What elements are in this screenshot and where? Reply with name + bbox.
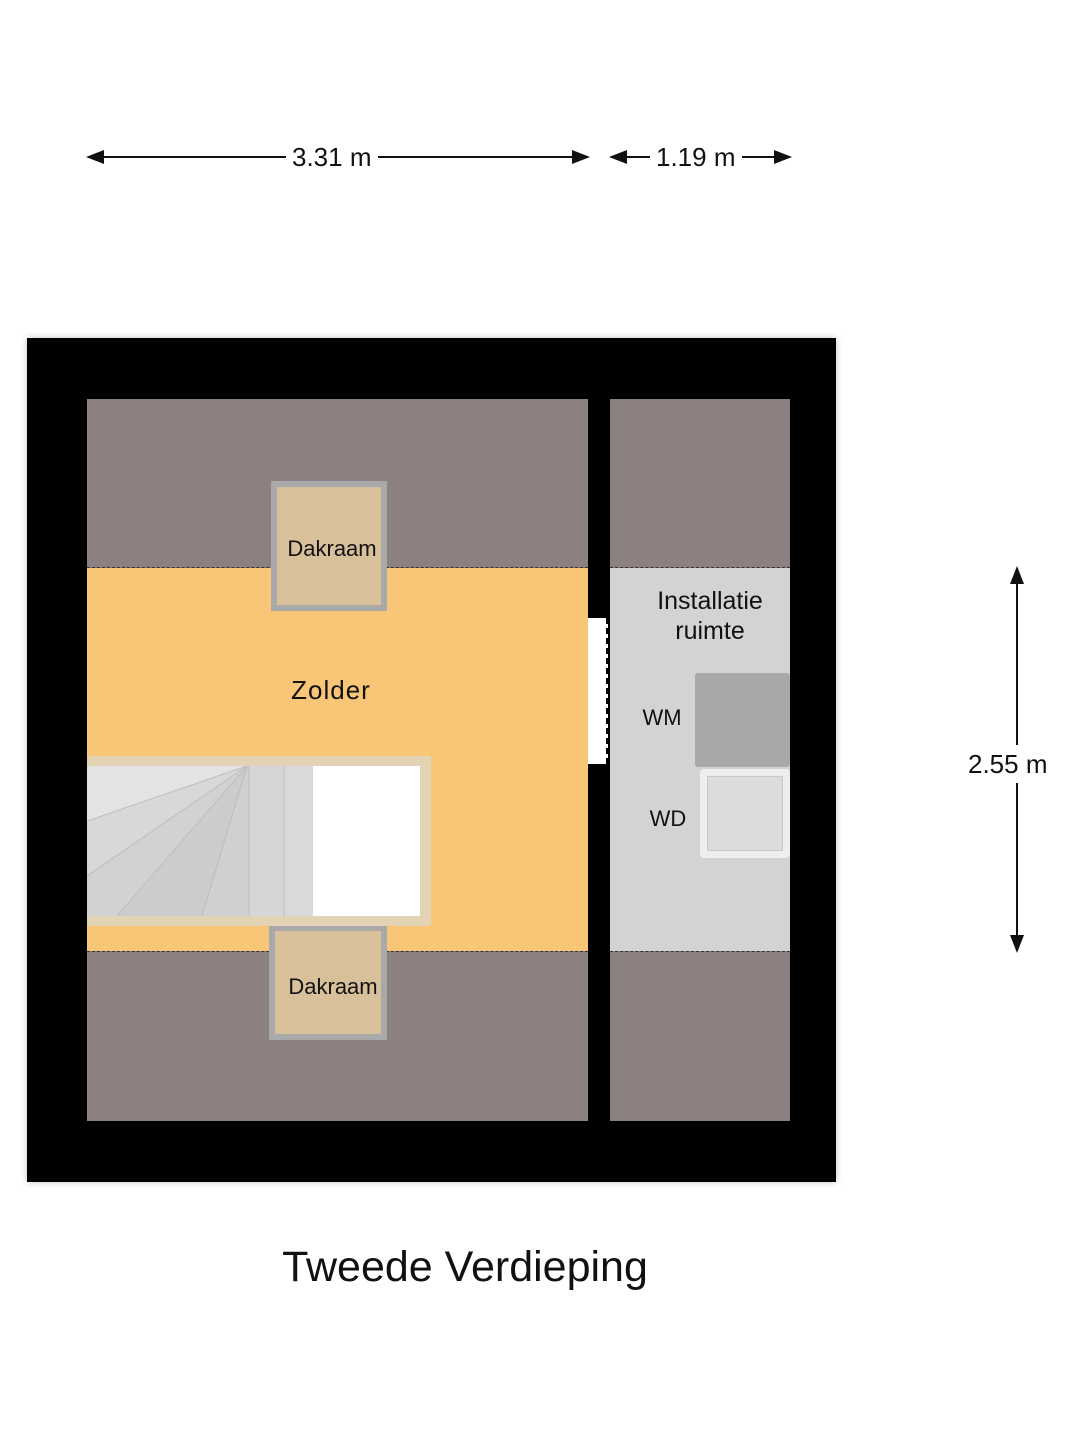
arrow-up-icon: [1010, 566, 1024, 584]
zolder-label: Zolder: [291, 675, 371, 705]
slope-line: [610, 567, 790, 568]
dimension-width-left: 3.31 m: [286, 142, 378, 172]
installatie-label-line1: Installatie: [657, 587, 763, 615]
floor-title: Tweede Verdieping: [282, 1243, 648, 1291]
arrow-down-icon: [1010, 935, 1024, 953]
skylight-top: [271, 481, 387, 611]
arrow-right-icon: [572, 150, 590, 164]
dimension-width-right: 1.19 m: [650, 142, 742, 172]
stair-treads: [87, 766, 420, 916]
dimension-depth: 2.55 m: [966, 745, 1050, 783]
arrow-left-icon: [609, 150, 627, 164]
dryer-label: WD: [649, 806, 687, 831]
skylight-top-label: Dakraam: [287, 536, 377, 561]
washer-label: WM: [642, 705, 682, 730]
skylight-bottom: [269, 925, 387, 1040]
installatie-label-line2: ruimte: [675, 617, 745, 645]
arrow-left-icon: [86, 150, 104, 164]
roof-slope-top-right: [610, 399, 790, 568]
arrow-right-icon: [774, 150, 792, 164]
door-opening: [588, 618, 608, 764]
roof-slope-bottom-right: [610, 951, 790, 1121]
washing-machine: [695, 673, 790, 767]
slope-line: [610, 951, 790, 952]
staircase: [87, 756, 431, 926]
skylight-bottom-label: Dakraam: [288, 974, 378, 999]
dryer: [700, 769, 790, 858]
